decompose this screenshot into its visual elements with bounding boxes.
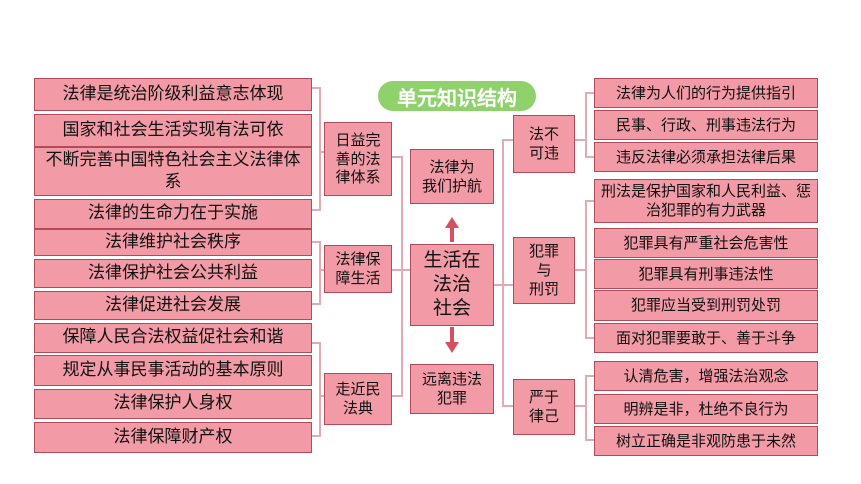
left-item: 法律的生命力在于实施	[34, 199, 312, 229]
right-item: 犯罪具有刑事违法性	[594, 259, 818, 289]
left-item: 保障人民合法权益促社会和谐	[34, 323, 312, 353]
top-node: 法律为 我们护航	[410, 149, 494, 204]
right-item: 犯罪具有严重社会危害性	[594, 228, 818, 258]
left-group-label: 走近民 法典	[324, 373, 392, 425]
left-item: 法律是统治阶级利益意志体现	[34, 78, 312, 111]
right-item: 犯罪应当受到刑罚处罚	[594, 290, 818, 321]
left-item: 不断完善中国特色社会主义法律体系	[34, 147, 312, 196]
right-item: 法律为人们的行为提供指引	[594, 78, 818, 108]
left-item: 规定从事民事活动的基本原则	[34, 355, 312, 386]
bottom-node: 远离违法 犯罪	[410, 364, 494, 414]
center-node: 生活在 法治 社会	[410, 244, 494, 326]
left-item: 法律保护人身权	[34, 389, 312, 419]
left-item: 法律保障财产权	[34, 422, 312, 453]
down-arrow-icon	[445, 327, 459, 353]
right-item: 违反法律必须承担法律后果	[594, 142, 818, 172]
right-item: 明辨是非，杜绝不良行为	[594, 394, 818, 424]
right-group-label: 犯罪 与 刑罚	[513, 237, 575, 304]
right-item: 民事、行政、刑事违法行为	[594, 110, 818, 140]
right-item: 面对犯罪要敢于、善于斗争	[594, 323, 818, 353]
left-item: 国家和社会生活实现有法可依	[34, 114, 312, 147]
left-group-label: 日益完 善的法 律体系	[324, 122, 392, 196]
diagram-title: 单元知识结构	[378, 81, 536, 111]
left-group-label: 法律保 障生活	[324, 245, 392, 293]
left-item: 法律促进社会发展	[34, 291, 312, 320]
left-item: 法律维护社会秩序	[34, 229, 312, 256]
right-group-label: 严于 律己	[513, 379, 575, 435]
right-group-label: 法不 可违	[513, 115, 575, 173]
up-arrow-icon	[445, 217, 459, 242]
right-item: 刑法是保护国家和人民利益、惩治犯罪的有力武器	[594, 179, 818, 223]
right-item: 认清危害，增强法治观念	[594, 361, 818, 391]
right-item: 树立正确是非观防患于未然	[594, 426, 818, 456]
left-item: 法律保护社会公共利益	[34, 259, 312, 288]
